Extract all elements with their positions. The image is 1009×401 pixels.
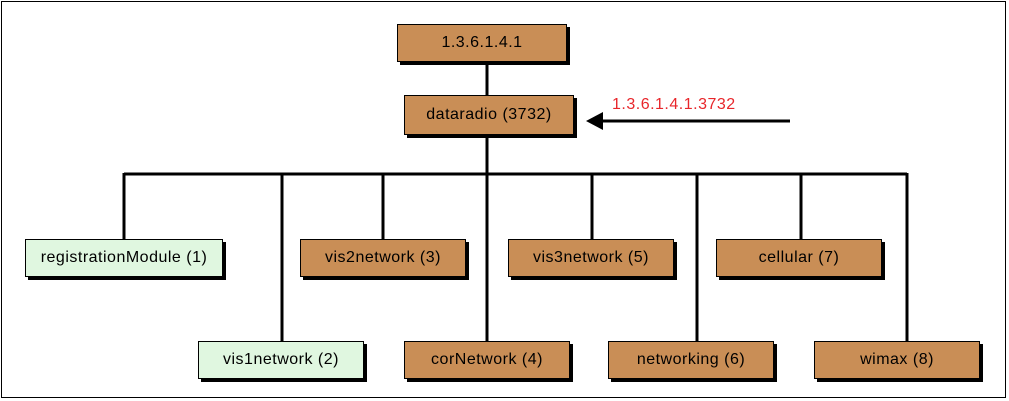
dataradio-node-label: dataradio (3732)	[426, 106, 552, 123]
child-node-8: wimax (8)	[814, 341, 980, 379]
child-node-label: vis2network (3)	[325, 249, 441, 266]
child-node-7: cellular (7)	[716, 239, 882, 277]
child-node-6: networking (6)	[608, 341, 774, 379]
child-node-5: vis3network (5)	[508, 239, 674, 277]
child-node-label: registrationModule (1)	[40, 249, 208, 266]
child-node-2: vis1network (2)	[198, 341, 364, 379]
child-node-label: vis3network (5)	[533, 249, 649, 266]
child-node-1: registrationModule (1)	[25, 239, 223, 277]
child-node-label: networking (6)	[636, 351, 746, 368]
child-node-3: vis2network (3)	[300, 239, 466, 277]
child-node-label: cellular (7)	[758, 249, 840, 266]
root-node-label: 1.3.6.1.4.1	[441, 34, 523, 51]
oid-annotation: 1.3.6.1.4.1.3732	[612, 96, 736, 113]
child-node-label: vis1network (2)	[223, 351, 339, 368]
child-node-4: corNetwork (4)	[404, 341, 570, 379]
arrow-head-icon	[586, 112, 603, 130]
child-node-label: wimax (8)	[860, 351, 934, 368]
child-node-label: corNetwork (4)	[431, 351, 543, 368]
root-node: 1.3.6.1.4.1	[397, 24, 567, 62]
dataradio-node: dataradio (3732)	[404, 95, 574, 135]
